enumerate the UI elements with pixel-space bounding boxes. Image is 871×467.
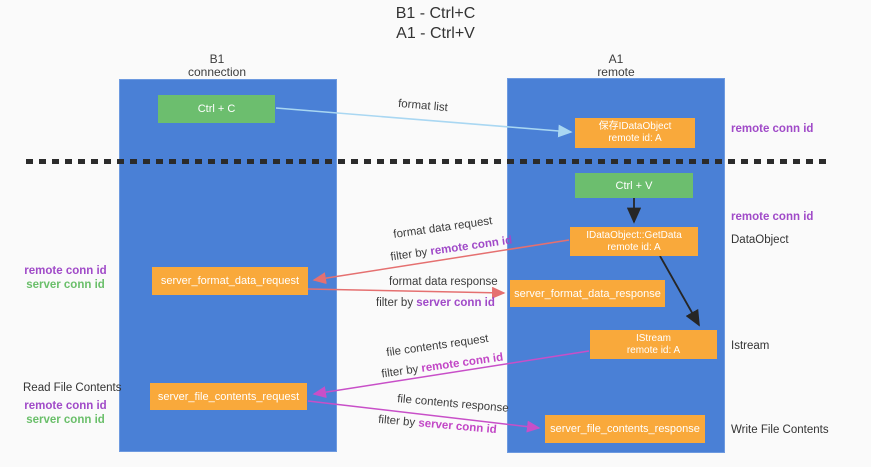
annotation-dataobject: DataObject <box>731 234 789 246</box>
lane-a1-name: A1 <box>608 52 624 66</box>
node-getdata-line2: remote id: A <box>607 241 661 253</box>
node-server-file-contents-request: server_file_contents_request <box>150 383 307 410</box>
filter-by-text: filter by <box>389 246 429 264</box>
annotation-read-file-contents: Read File Contents <box>23 382 122 394</box>
annotation-remote-conn-id-top: remote conn id <box>731 123 814 135</box>
lane-b1-role: connection <box>187 65 247 79</box>
annotation-remote-conn-id-left: remote conn id <box>24 265 107 277</box>
label-format-list: format list <box>397 97 449 115</box>
node-istream: IStream remote id: A <box>590 330 717 359</box>
filter-by-text: filter by <box>376 297 414 309</box>
node-idataobject-getdata: IDataObject::GetData remote id: A <box>570 227 698 256</box>
title-line-1: B1 - Ctrl+C <box>395 5 476 22</box>
lane-b1-name: B1 <box>209 52 225 66</box>
node-format-request-label: server_format_data_request <box>160 275 300 287</box>
annotation-remote-conn-id-mid: remote conn id <box>731 211 814 223</box>
node-server-format-data-response: server_format_data_response <box>510 280 665 307</box>
annotation-remote-conn-id-left: remote conn id <box>24 400 107 412</box>
node-istream-line1: IStream <box>635 332 671 344</box>
node-ctrl-c-label: Ctrl + C <box>197 103 236 115</box>
label-filter-server-conn-id-2: filter by server conn id <box>378 414 497 436</box>
dashed-separator-line <box>26 159 832 164</box>
label-filter-server-conn-id-1: filter by server conn id <box>376 297 495 309</box>
filter-by-text: filter by <box>377 413 416 430</box>
label-format-data-request: format data request <box>392 215 494 241</box>
remote-conn-id-highlight: remote conn id <box>429 234 513 258</box>
node-format-response-label: server_format_data_response <box>514 287 661 300</box>
node-istream-line2: remote id: A <box>626 344 681 356</box>
arrow-format-data-response <box>307 286 506 299</box>
lane-header-a1: A1 remote <box>561 53 671 79</box>
label-format-data-response: format data response <box>389 276 498 288</box>
node-save-dataobject-line1: 保存IDataObject <box>598 121 672 132</box>
annotation-server-conn-id-left: server conn id <box>26 414 105 426</box>
diagram-title: B1 - Ctrl+C A1 - Ctrl+V <box>0 4 871 44</box>
annotation-istream: Istream <box>731 340 770 352</box>
node-file-request-label: server_file_contents_request <box>157 390 300 403</box>
server-conn-id-highlight: server conn id <box>416 297 495 309</box>
server-conn-id-highlight: server conn id <box>417 417 498 437</box>
annotation-server-conn-id-left: server conn id <box>26 279 105 291</box>
node-ctrl-v: Ctrl + V <box>575 173 693 198</box>
label-file-contents-response: file contents response <box>396 393 510 415</box>
node-save-dataobject-line2: remote id: A <box>608 133 662 144</box>
node-ctrl-c: Ctrl + C <box>158 95 275 123</box>
node-server-file-contents-response: server_file_contents_response <box>545 415 705 443</box>
remote-conn-id-highlight: remote conn id <box>420 351 504 375</box>
filter-by-text: filter by <box>380 363 420 381</box>
annotation-write-file-contents: Write File Contents <box>731 424 829 436</box>
node-ctrl-v-label: Ctrl + V <box>615 179 653 192</box>
title-line-2: A1 - Ctrl+V <box>396 25 475 42</box>
lane-header-b1: B1 connection <box>162 53 272 79</box>
node-getdata-line1: IDataObject::GetData <box>586 229 682 241</box>
annotation-conn-ids-left-1: remote conn id server conn id <box>18 264 113 292</box>
lane-a1-role: remote <box>597 65 635 79</box>
node-save-dataobject: 保存IDataObject remote id: A <box>575 118 695 148</box>
node-server-format-data-request: server_format_data_request <box>152 267 308 295</box>
annotation-conn-ids-left-2: remote conn id server conn id <box>18 399 113 427</box>
node-file-response-label: server_file_contents_response <box>550 423 700 435</box>
